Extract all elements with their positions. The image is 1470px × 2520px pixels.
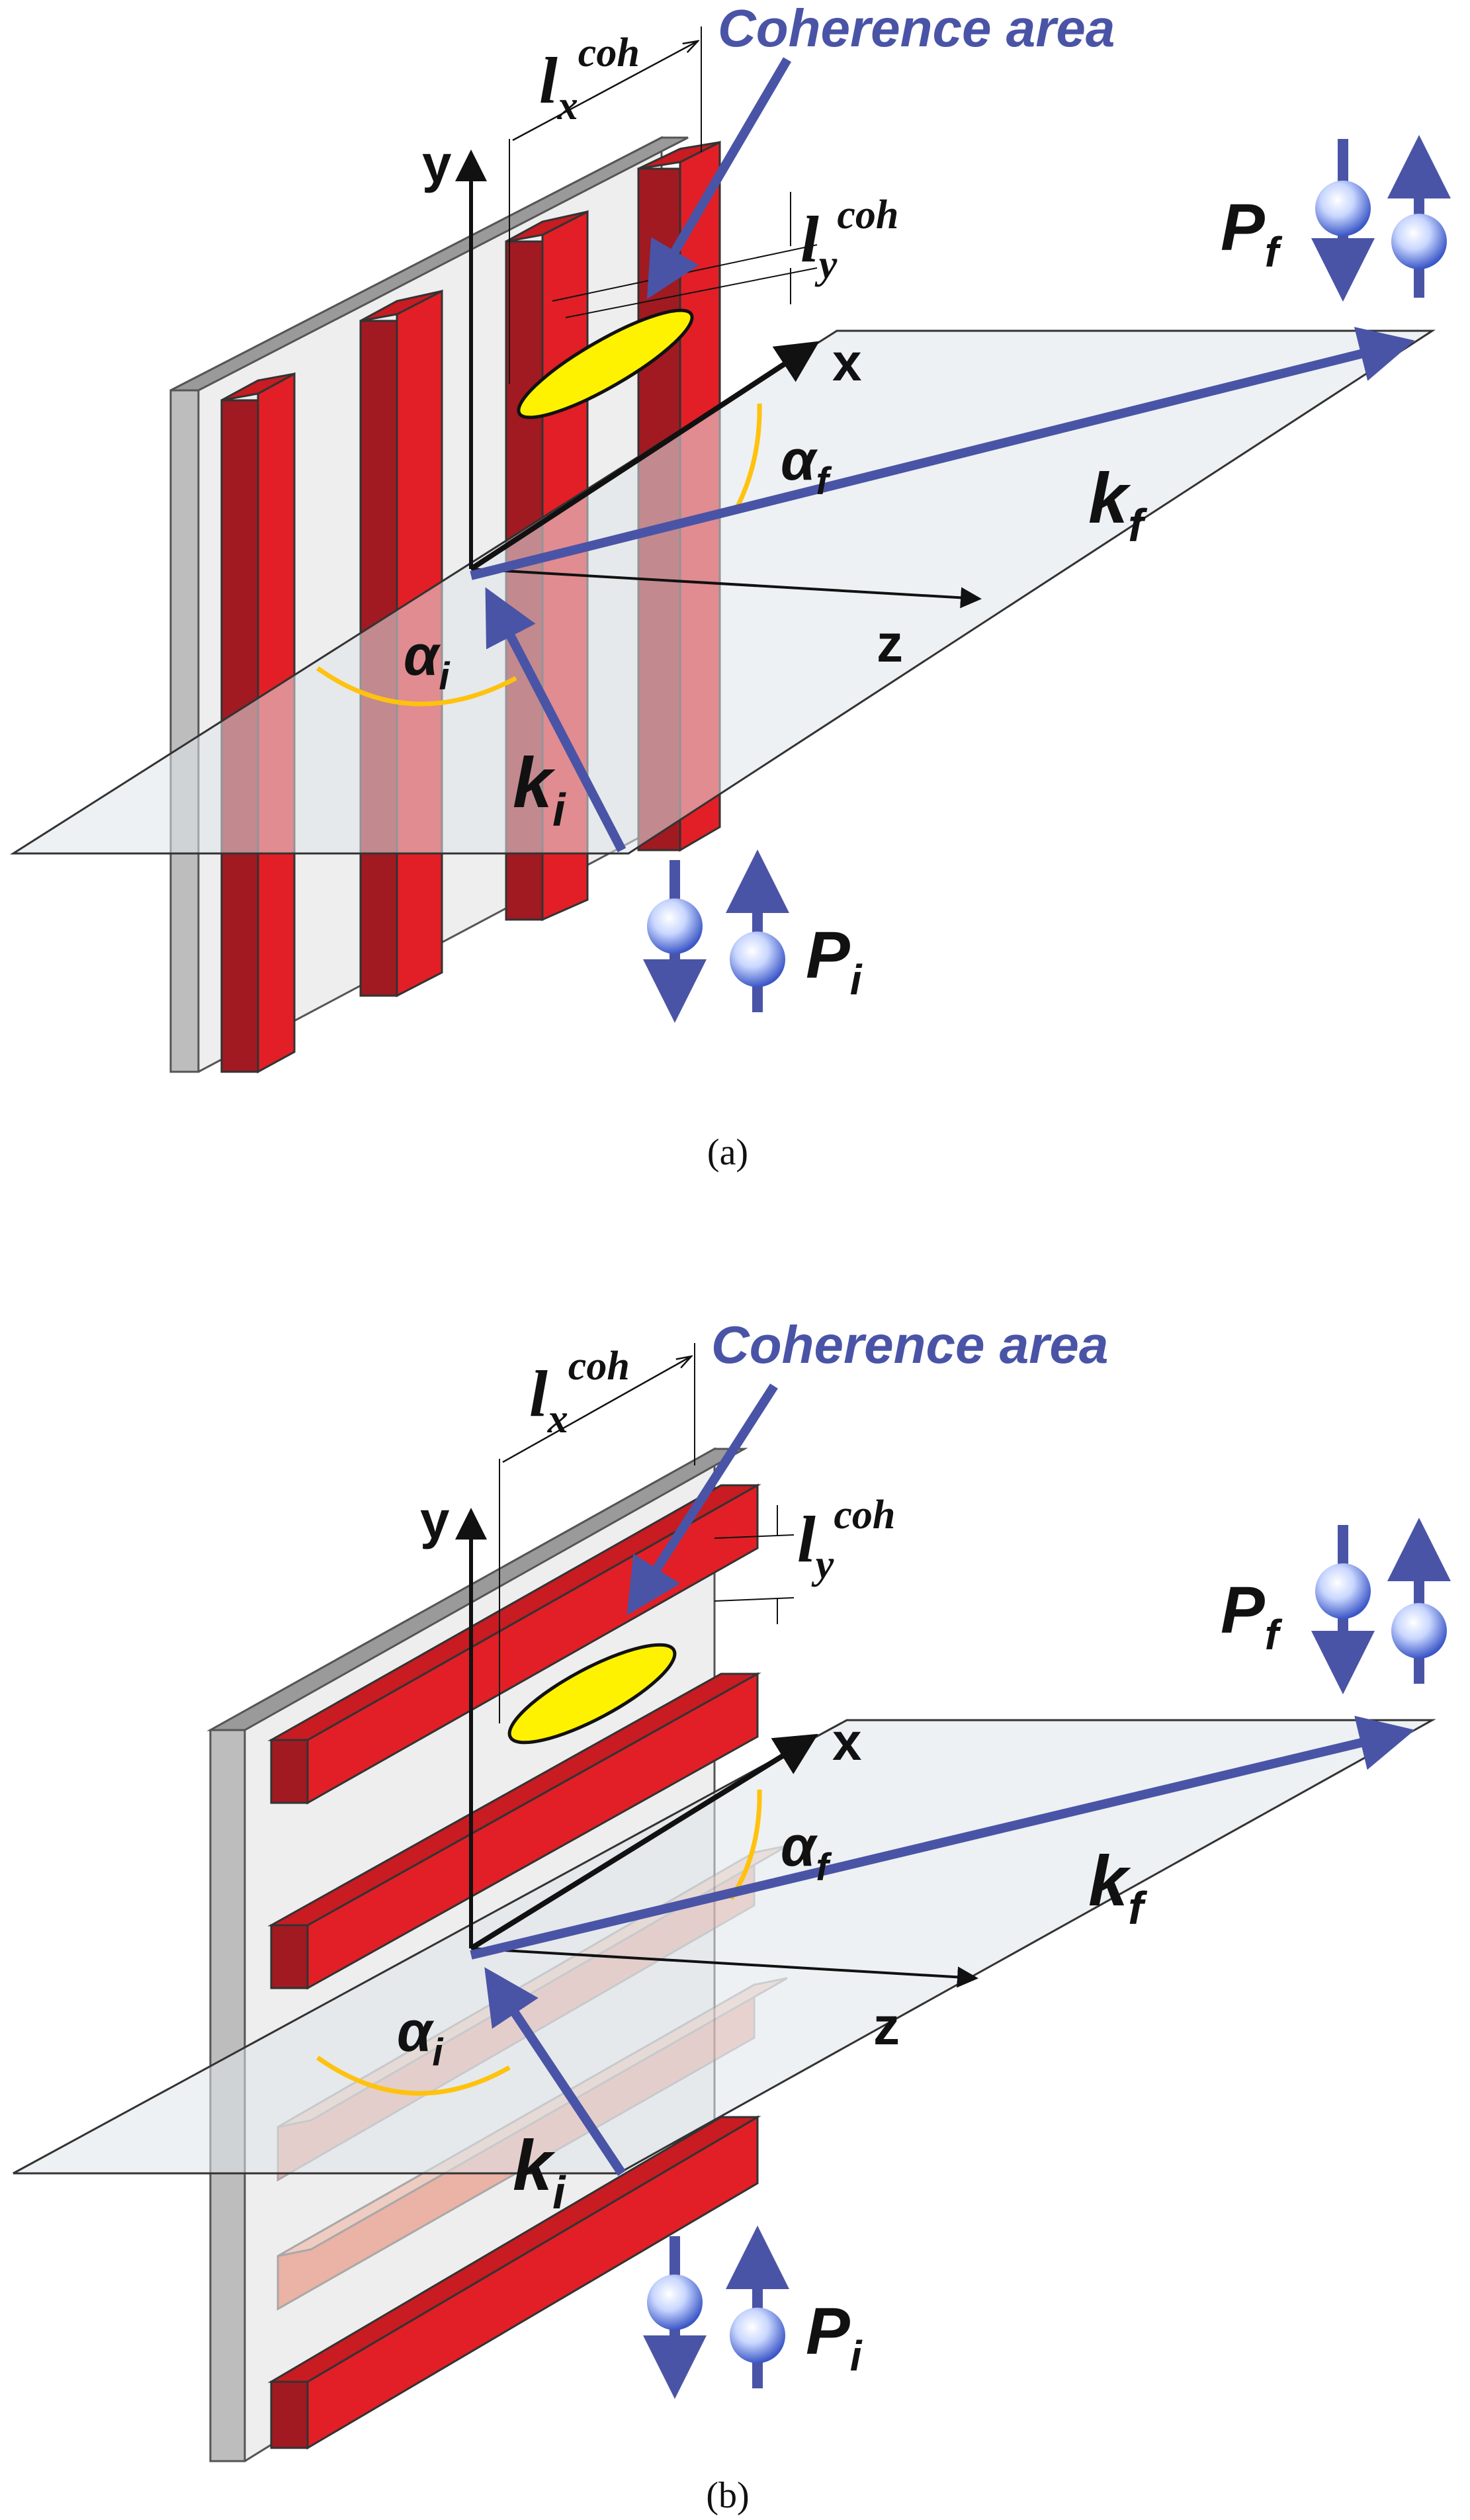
axis-y-label-b: y [420, 1491, 450, 1549]
alpha-f-label-b: αf [781, 1815, 832, 1889]
alpha-i-label: αi [404, 624, 451, 698]
axis-x-label: x [832, 333, 862, 392]
pi-spin-down-b [643, 2236, 707, 2399]
alpha-i-arc [316, 666, 517, 707]
scattering-plane [9, 329, 1436, 855]
pf-spin-up-b [1387, 1518, 1451, 1684]
pi-label: Pi [806, 918, 863, 1004]
alpha-i-arc-b [316, 2056, 511, 2096]
bar-3 [267, 2115, 761, 2450]
ly-dimension-b [714, 1505, 795, 1624]
ly-label: lycoh [800, 193, 898, 287]
coherence-pointer-arrow-b [627, 1383, 778, 1616]
coherence-ellipse [517, 308, 694, 419]
pf-spin-down-b [1311, 1525, 1375, 1694]
lx-label: lxcoh [539, 30, 640, 128]
pi-spin-down [643, 860, 707, 1023]
lx-label-b: lxcoh [529, 1344, 630, 1442]
scattering-plane-b [13, 1719, 1436, 2175]
alpha-f-arc [732, 403, 762, 514]
ki-label-b: ki [513, 2125, 566, 2218]
kf-arrow [470, 327, 1415, 580]
ki-arrow-b [484, 1967, 626, 2176]
pf-spin-up [1387, 135, 1451, 298]
axis-x-line [469, 341, 820, 572]
ki-label: ki [513, 742, 566, 836]
axis-z-label: z [877, 614, 903, 673]
axis-x-line-b [469, 1733, 818, 1951]
lx-dimension [509, 26, 702, 384]
coherence-area-label: Coherence area [718, 0, 1115, 58]
axis-z-line-b [470, 1947, 978, 1988]
axis-z-label-b: z [873, 1997, 900, 2056]
pf-spin-down [1311, 139, 1375, 302]
axis-y-label: y [422, 134, 452, 193]
lx-dimension-b [499, 1343, 695, 1723]
caption-b: (b) [706, 2475, 749, 2516]
axis-x-label-b: x [832, 1712, 862, 1771]
pi-label-b: Pi [806, 2294, 863, 2380]
pf-label-b: Pf [1221, 1573, 1283, 1659]
axis-z-line [470, 568, 982, 609]
bar-2 [267, 1672, 761, 1990]
panel-b: Coherence area lxcoh lycoh y x z αi αf k… [13, 1315, 1451, 2516]
ly-label-b: lycoh [797, 1493, 895, 1587]
coherence-ellipse-b [507, 1643, 677, 1745]
alpha-i-label-b: αi [397, 2000, 444, 2074]
coherence-pointer-arrow [646, 57, 792, 300]
coherence-area-label-b: Coherence area [711, 1315, 1108, 1374]
caption-a: (a) [707, 1132, 748, 1173]
pf-label: Pf [1221, 191, 1283, 276]
pi-spin-up-b [726, 2226, 789, 2388]
panel-a: Coherence area lxcoh lycoh y x z αi αf k… [9, 0, 1451, 1173]
pi-spin-up [726, 849, 789, 1012]
ki-arrow [485, 587, 627, 853]
kf-arrow-b [470, 1716, 1415, 1960]
